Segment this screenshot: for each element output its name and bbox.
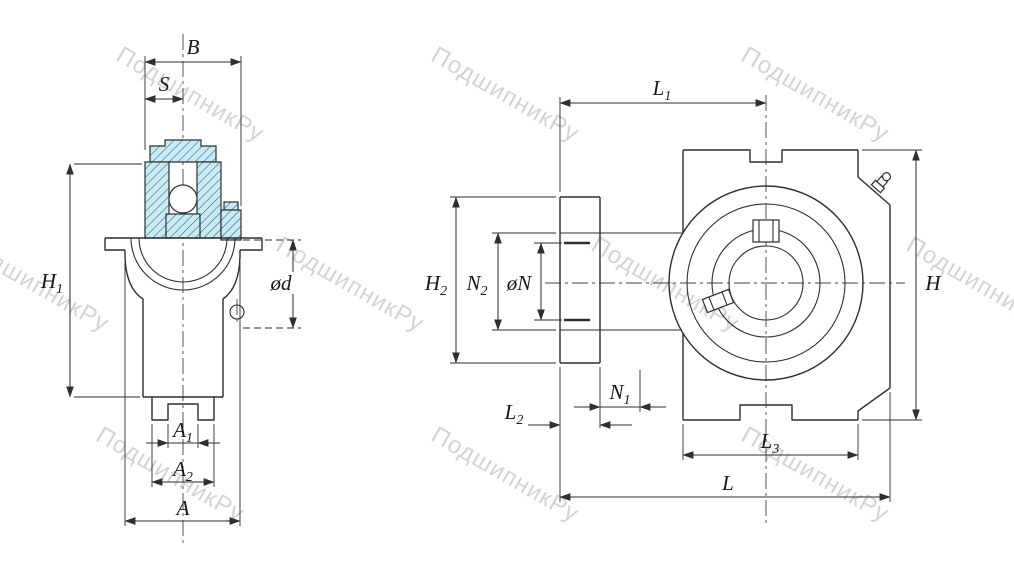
guide-slot-lines <box>560 232 682 331</box>
housing-left-edge <box>124 250 144 397</box>
body-bottom-edge <box>683 404 858 421</box>
setscrew-collar <box>220 209 242 241</box>
setscrew-angled <box>701 288 735 314</box>
housing-left-rail <box>104 238 125 251</box>
dim-label-H: H <box>924 271 942 295</box>
dim-label-oN: øN <box>506 271 533 295</box>
grease-fitting-icon <box>870 172 892 194</box>
bearing-ball <box>168 184 198 214</box>
dim-label-od: ød <box>270 271 293 295</box>
dim-L2: L2 <box>504 367 632 502</box>
side-housing-outline <box>104 237 263 421</box>
dim-H: H <box>862 149 942 421</box>
dim-label-L: L <box>721 471 734 495</box>
bearing-inner-ring <box>165 213 201 239</box>
dim-N2: N2 <box>465 232 556 331</box>
bearing-outer-ring-left <box>144 161 170 239</box>
bearing-top-seal <box>149 139 217 163</box>
slide-plate-outline <box>559 196 601 364</box>
slot-section-marks <box>564 241 590 322</box>
bearing-outer-ring-circle <box>686 203 846 363</box>
dim-H1: H1 <box>40 163 142 398</box>
dim-label-L1: L1 <box>652 76 672 104</box>
dim-A2: A2 <box>151 424 215 487</box>
dim-label-A1: A1 <box>171 418 193 446</box>
housing-right-rail <box>240 238 263 251</box>
dim-S: S <box>144 72 184 103</box>
dim-N1: N1 <box>574 370 666 412</box>
dim-B: B <box>144 35 242 206</box>
dim-L: L <box>559 392 891 502</box>
dim-A1: A1 <box>146 418 220 448</box>
dim-label-N2: N2 <box>465 271 487 299</box>
front-view: L1 H2 N2 øN <box>424 76 942 525</box>
housing-right-edge <box>222 250 241 397</box>
housing-foot-slot <box>151 397 215 421</box>
dim-label-A: A <box>175 496 190 520</box>
dim-label-N1: N1 <box>608 380 630 408</box>
housing-outer-circle <box>668 185 864 381</box>
dim-L3: L3 <box>682 424 859 460</box>
setscrew-collar-step <box>223 201 239 211</box>
dim-label-B: B <box>187 35 200 59</box>
body-right-edge <box>857 150 891 420</box>
dim-label-H1: H1 <box>40 269 63 297</box>
bore-arc-inner <box>138 237 228 283</box>
bearing-circles <box>668 185 864 381</box>
front-body-outline <box>682 149 891 421</box>
body-top-edge <box>683 149 858 163</box>
dim-A: A <box>124 262 241 526</box>
dim-oN: øN <box>506 242 562 321</box>
bearing-cross-section <box>144 139 242 241</box>
bearing-outer-ring-right <box>196 161 222 239</box>
dim-label-L3: L3 <box>760 429 780 457</box>
dim-label-S: S <box>159 72 170 96</box>
bore-circle <box>728 245 804 321</box>
bore-arc-outer <box>130 237 236 291</box>
side-view: B S H1 ød <box>40 34 301 545</box>
dim-label-H2: H2 <box>424 271 447 299</box>
dim-label-A2: A2 <box>171 457 193 485</box>
slide-plate <box>559 196 682 364</box>
dim-L1: L1 <box>559 76 767 192</box>
setscrew-top <box>752 219 780 243</box>
dim-H2: H2 <box>424 196 556 364</box>
dim-label-L2: L2 <box>504 400 524 428</box>
dim-od: ød <box>243 239 301 329</box>
